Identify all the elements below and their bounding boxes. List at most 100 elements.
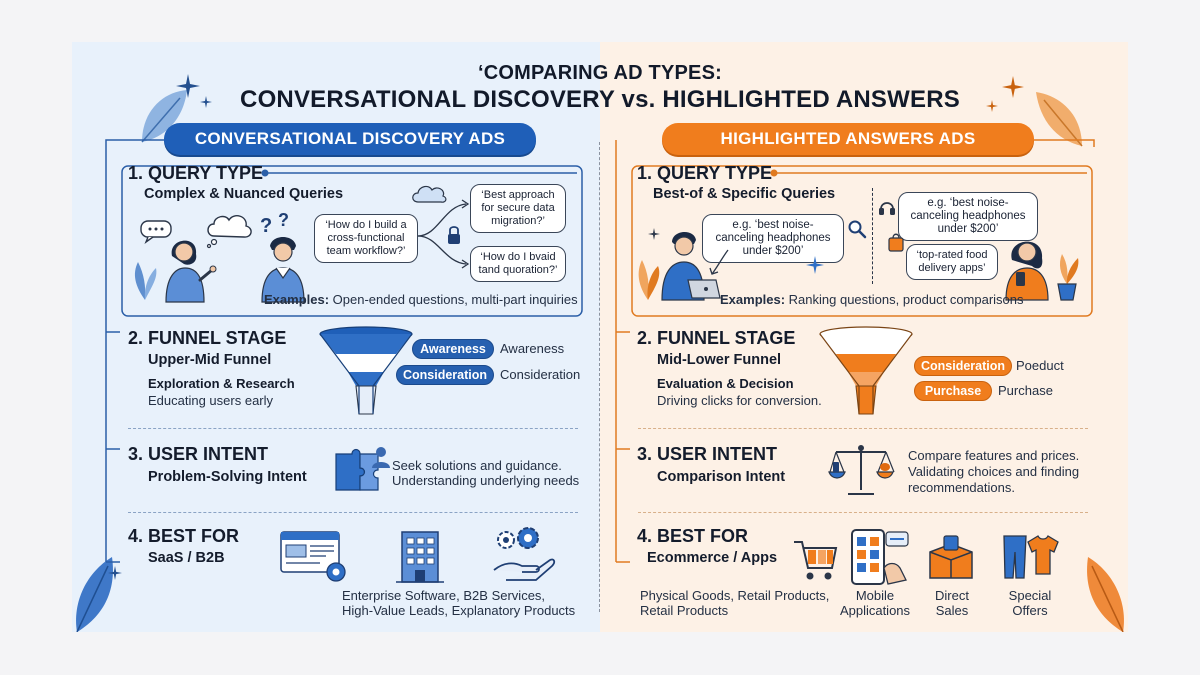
right-divider-1: [638, 428, 1088, 429]
right-best-item4-l1: Special: [1008, 588, 1052, 603]
sparkle-icon: [1002, 76, 1024, 98]
page-title-line2: CONVERSATIONAL DISCOVERY vs. HIGHLIGHTED…: [240, 86, 960, 113]
right-funnel-sub: Mid-Lower Funnel: [657, 352, 782, 368]
speech-bubble-icon: [140, 220, 172, 244]
product-label: Poeduct: [1016, 358, 1064, 373]
right-intent-heading: 3. USER INTENT: [637, 444, 778, 464]
left-best-sub: SaaS / B2B: [148, 550, 225, 566]
leaf-icon: [1087, 557, 1124, 632]
right-best-item3-l1: Direct: [935, 588, 969, 603]
hand-gears-icon: [493, 527, 556, 581]
right-best-heading: 4. BEST FOR: [637, 526, 749, 546]
left-query-examples: Examples: Open-ended questions, multi-pa…: [264, 292, 578, 308]
right-best-item2-l2: Applications: [839, 603, 911, 618]
left-best-line1: Enterprise Software, B2B Services,: [342, 588, 546, 603]
left-connector-lines: [105, 139, 1095, 563]
cart-icon: [794, 541, 838, 580]
right-best-item3-l2: Sales: [935, 603, 969, 618]
right-best-item4-l2: Offers: [1012, 603, 1048, 618]
puzzle-icon: [335, 447, 390, 491]
left-intent-sub: Problem-Solving Intent: [148, 469, 307, 485]
thought-cloud-icon: [206, 215, 252, 249]
leaf-icon: [141, 90, 187, 143]
query-bubble-food: ‘top-rated food delivery apps’: [906, 244, 998, 280]
query-bubble-bottom: ‘How do I bvaid tand quoration?’: [470, 246, 566, 282]
building-icon: [396, 531, 444, 583]
left-intent-line1: Seek solutions and guidance.: [392, 458, 562, 473]
left-funnel-heading: 2. FUNNEL STAGE: [128, 328, 287, 348]
highlighted-answers-pill: HIGHLIGHTED ANSWERS ADS: [662, 123, 1034, 155]
mobile-app-icon: [851, 529, 909, 585]
infographic-canvas: ‘COMPARING AD TYPES: CONVERSATIONAL DISC…: [72, 42, 1128, 632]
query-bubble-main: ‘How do I build a cross-functional team …: [314, 214, 418, 263]
funnel-icon: [819, 326, 913, 415]
left-best-heading: 4. BEST FOR: [128, 526, 240, 546]
awareness-label: Awareness: [500, 341, 565, 356]
right-divider-2: [638, 512, 1088, 513]
center-divider: [599, 142, 600, 612]
right-query-heading: 1. QUERY TYPE: [637, 163, 773, 183]
sparkle-icon: [108, 566, 122, 580]
sparkle-icon: [648, 228, 660, 240]
right-funnel-heading: 2. FUNNEL STAGE: [637, 328, 796, 348]
arrow-curve: [709, 249, 729, 275]
svg-text:?: ?: [260, 215, 272, 237]
clothes-icon: [1003, 535, 1059, 579]
right-examples-text: Ranking questions, product comparisons: [785, 292, 1024, 307]
left-funnel-sub: Upper-Mid Funnel: [148, 352, 272, 368]
left-funnel-line2: Educating users early: [148, 393, 274, 408]
search-icon: [848, 220, 867, 239]
person-man-icon: [261, 237, 305, 303]
purchase-label: Purchase: [998, 383, 1053, 398]
query-bubble-right: e.g. ‘best noise-canceling headphones un…: [898, 192, 1038, 241]
cloud-icon: [412, 185, 447, 203]
right-intent-line3: recommendations.: [908, 480, 1015, 495]
right-examples-label: Examples:: [720, 292, 786, 307]
left-intent-heading: 3. USER INTENT: [128, 444, 269, 464]
right-best-item1-l2: Retail Products: [640, 603, 729, 618]
page-title-line1: ‘COMPARING AD TYPES:: [477, 62, 722, 84]
question-marks-icon: ? ?: [260, 210, 289, 237]
left-examples-text: Open-ended questions, multi-part inquiri…: [329, 292, 578, 307]
shopping-bag-icon: [888, 233, 904, 252]
right-consideration-tag: Consideration: [914, 356, 1012, 376]
right-query-sub: Best-of & Specific Queries: [653, 186, 836, 202]
right-intent-sub: Comparison Intent: [657, 469, 786, 485]
lock-icon: [448, 226, 460, 244]
sparkle-icon: [986, 100, 998, 112]
awareness-tag: Awareness: [412, 339, 494, 359]
sparkle-icon: [200, 96, 212, 108]
left-best-line2: High-Value Leads, Explanatory Products: [342, 603, 576, 618]
browser-gear-icon: [280, 531, 346, 582]
left-query-heading: 1. QUERY TYPE: [128, 163, 264, 183]
branch-arrows: [417, 199, 470, 269]
left-query-sub: Complex & Nuanced Queries: [144, 186, 344, 202]
right-query-examples: Examples: Ranking questions, product com…: [720, 292, 1024, 308]
right-best-item2-l1: Mobile: [855, 588, 895, 603]
consideration-tag: Consideration: [396, 365, 494, 385]
plant-icon: [638, 260, 660, 300]
left-funnel-line1: Exploration & Research: [148, 376, 295, 391]
person-laptop-icon: [661, 231, 721, 301]
purchase-tag: Purchase: [914, 381, 992, 401]
person-phone-icon: [1005, 241, 1049, 301]
query-bubble-top: ‘Best approach for secure data migration…: [470, 184, 566, 233]
sparkle-icon: [176, 74, 200, 98]
leaf-icon: [76, 557, 113, 632]
right-best-sub: Ecommerce / Apps: [647, 550, 778, 566]
svg-text:?: ?: [278, 210, 289, 230]
left-divider-1: [128, 428, 578, 429]
right-funnel-line1: Evaluation & Decision: [657, 376, 794, 391]
left-examples-label: Examples:: [264, 292, 330, 307]
plant-icon: [134, 262, 157, 300]
left-intent-line2: Understanding underlying needs: [392, 473, 580, 488]
right-intent-line2: Validating choices and finding: [908, 464, 1080, 479]
person-woman-icon: [165, 240, 217, 303]
left-divider-2: [128, 512, 578, 513]
consideration-label: Consideration: [500, 367, 581, 382]
right-funnel-line2: Driving clicks for conversion.: [657, 393, 822, 408]
right-best-item1-l1: Physical Goods, Retail Products,: [640, 588, 830, 603]
conversational-discovery-pill: CONVERSATIONAL DISCOVERY ADS: [164, 123, 536, 155]
plant-pot-icon: [1057, 254, 1079, 301]
sparkle-icon: [806, 256, 824, 274]
